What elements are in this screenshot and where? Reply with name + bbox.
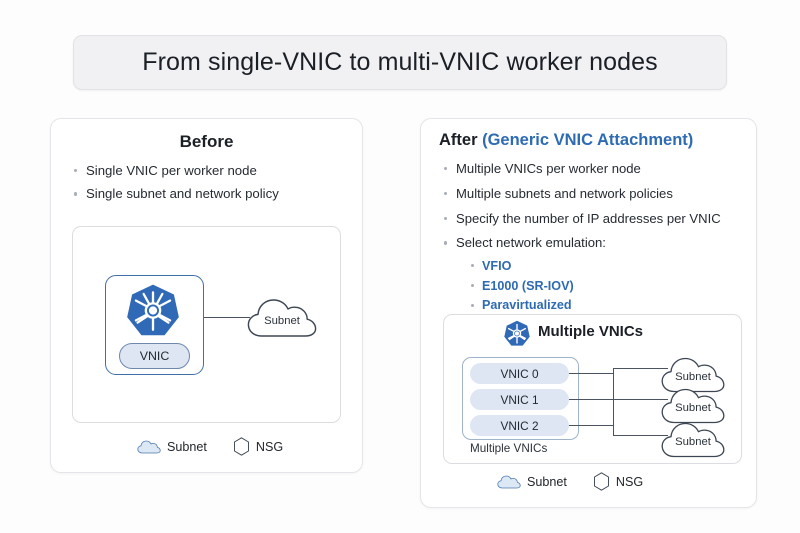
multiple-vnics-heading: Multiple VNICs	[538, 323, 644, 340]
multiple-vnics-caption: Multiple VNICs	[470, 442, 548, 455]
cloud-icon	[497, 475, 521, 488]
hexagon-icon	[593, 472, 609, 491]
connector-line	[569, 399, 614, 401]
kubernetes-icon	[127, 284, 179, 336]
list-item: VFIO	[470, 257, 746, 276]
list-item: Select network emulation: VFIO E1000 (SR…	[443, 233, 746, 315]
connector-line	[569, 425, 614, 427]
kubernetes-icon	[504, 320, 530, 346]
after-bullet-list: Multiple VNICs per worker node Multiple …	[421, 159, 756, 315]
list-item: E1000 (SR-IOV)	[470, 277, 746, 296]
vnic-row: VNIC 1	[470, 389, 569, 410]
legend-label: Subnet	[167, 439, 207, 454]
page-title: From single-VNIC to multi-VNIC worker no…	[142, 48, 658, 76]
legend-label: NSG	[615, 474, 644, 489]
cloud-icon	[137, 440, 161, 453]
list-item-label: Select network emulation:	[456, 235, 606, 251]
list-item: Specify the number of IP addresses per V…	[443, 209, 746, 229]
connector-line	[613, 399, 668, 401]
connector-line	[613, 368, 668, 370]
legend-item-subnet: Subnet	[497, 474, 567, 490]
slide-title-box: From single-VNIC to multi-VNIC worker no…	[73, 35, 727, 90]
vnic-row: VNIC 0	[470, 363, 569, 384]
legend-item-subnet: Subnet	[137, 439, 207, 455]
list-item: Multiple VNICs per worker node	[443, 159, 746, 179]
legend-item-nsg: NSG	[233, 437, 283, 456]
after-card: After (Generic VNIC Attachment) Multiple…	[420, 118, 757, 508]
emulation-sub-list: VFIO E1000 (SR-IOV) Paravirtualized	[456, 257, 746, 316]
legend-label: Subnet	[527, 474, 567, 489]
connector-line-before	[202, 317, 250, 319]
legend-item-nsg: NSG	[593, 472, 643, 491]
after-heading-accent: (Generic VNIC Attachment)	[482, 131, 694, 149]
before-bullet-list: Single VNIC per worker node Single subne…	[51, 161, 362, 205]
cloud-icon	[661, 422, 725, 458]
after-legend: Subnet NSG	[497, 472, 643, 491]
connector-bus-vertical	[613, 368, 615, 436]
list-item: Single VNIC per worker node	[73, 161, 352, 181]
before-heading: Before	[179, 132, 234, 151]
after-heading: After (Generic VNIC Attachment)	[421, 131, 756, 150]
list-item: Paravirtualized	[470, 296, 746, 315]
hexagon-icon	[233, 437, 249, 456]
before-legend: Subnet NSG	[137, 437, 283, 456]
cloud-icon	[247, 299, 317, 337]
connector-line	[569, 373, 614, 375]
vnic-row: VNIC 2	[470, 415, 569, 436]
legend-label: NSG	[255, 439, 284, 454]
vnic-pill: VNIC	[119, 343, 190, 369]
connector-line	[613, 435, 668, 437]
after-heading-main: After	[439, 131, 483, 149]
cloud-icon	[661, 357, 725, 393]
cloud-icon	[661, 388, 725, 424]
list-item: Single subnet and network policy	[73, 184, 352, 204]
list-item: Multiple subnets and network policies	[443, 184, 746, 204]
